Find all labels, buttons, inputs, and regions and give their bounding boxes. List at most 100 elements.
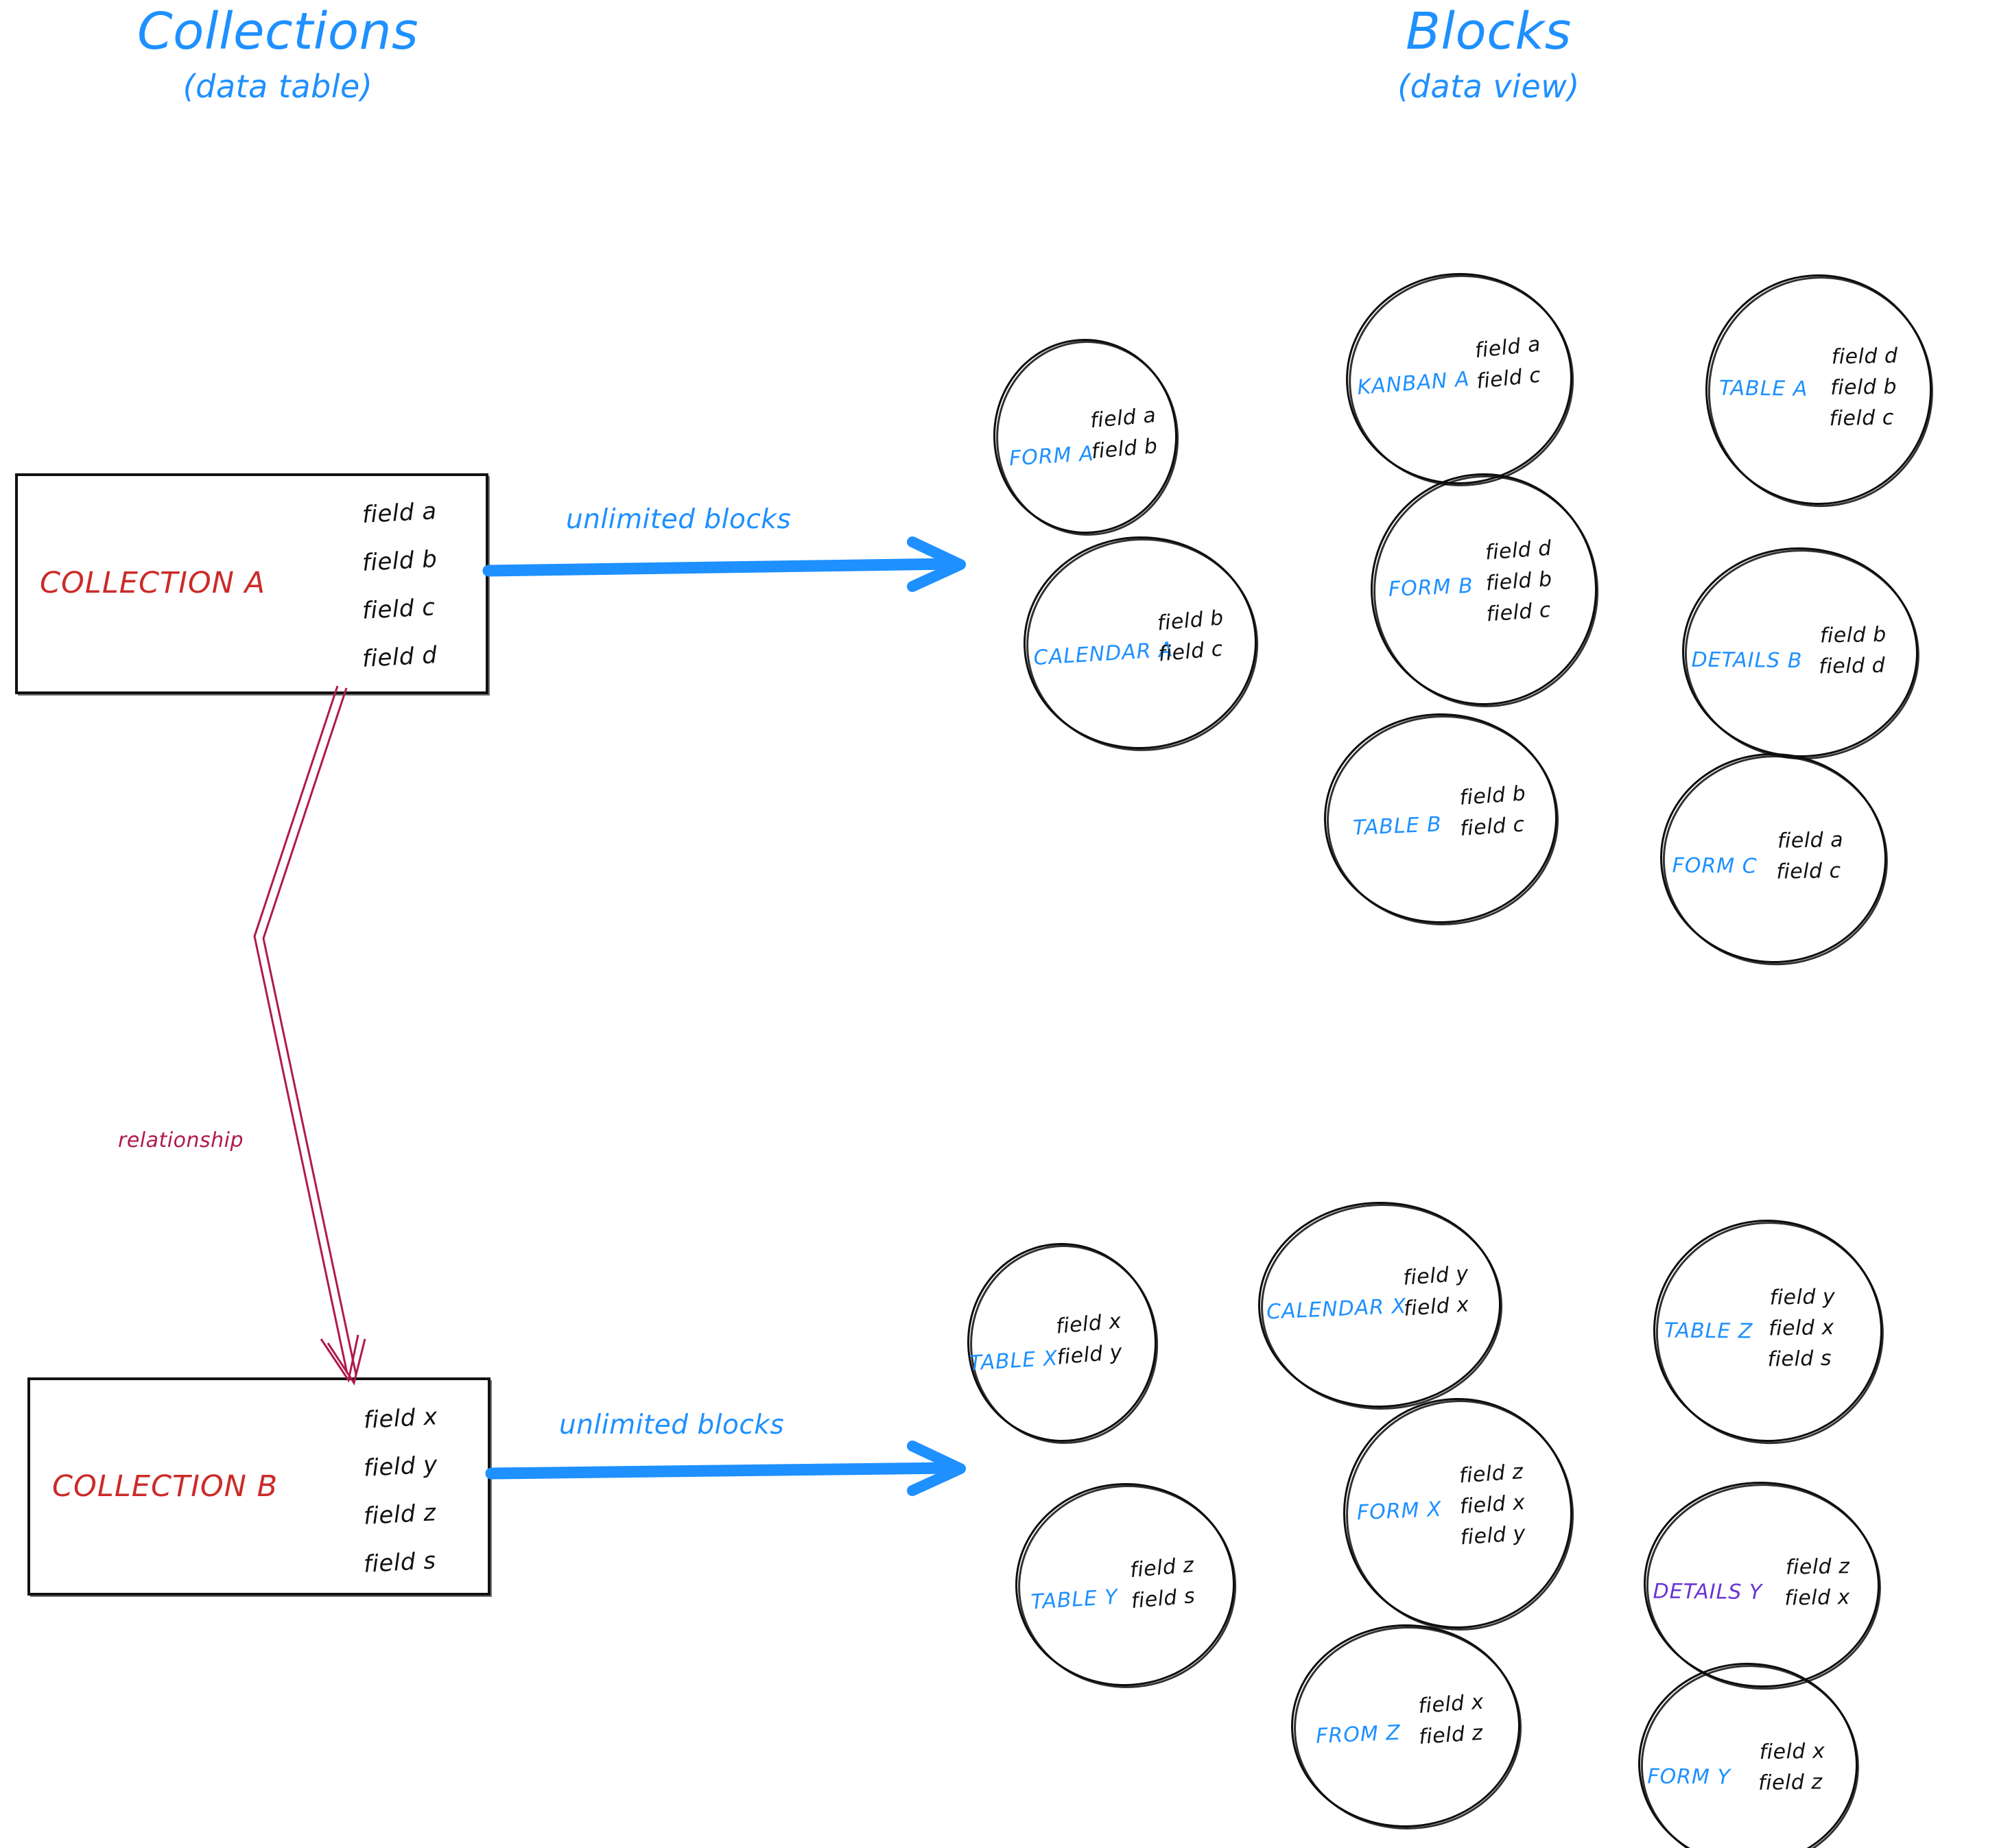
- relationship-label: relationship: [118, 1128, 244, 1152]
- block-label: DETAILS Y: [1653, 1579, 1763, 1604]
- collections-subtitle: (data table): [182, 67, 373, 105]
- block-field: field y: [1769, 1284, 1836, 1310]
- block-field: field c: [1829, 405, 1895, 431]
- block-fields: field z field x: [1784, 1554, 1852, 1611]
- blocks-title: Blocks: [1406, 2, 1572, 61]
- block-field: field c: [1459, 812, 1526, 841]
- collection-b-field-3: field s: [363, 1547, 437, 1578]
- block-fields: field b field c: [1156, 606, 1225, 667]
- unlimited-blocks-arrow-a: [482, 536, 966, 592]
- block-fields: field a field c: [1474, 332, 1543, 394]
- block-fields: field z field x field y: [1458, 1460, 1527, 1550]
- block-kanban-a[interactable]: KANBAN A field a field c: [1340, 267, 1579, 493]
- collection-a-box[interactable]: [15, 473, 488, 694]
- block-label: FROM Z: [1315, 1720, 1402, 1749]
- collections-title: Collections: [137, 2, 419, 61]
- collection-a-field-2: field c: [362, 593, 436, 625]
- block-label: FORM C: [1672, 853, 1758, 879]
- block-calendar-a[interactable]: CALENDAR A field b field c: [1019, 532, 1262, 755]
- collection-b-name: COLLECTION B: [52, 1469, 279, 1504]
- block-field: field a: [1777, 828, 1844, 853]
- relationship-connector: [253, 685, 366, 1386]
- block-field: field x: [1759, 1739, 1825, 1765]
- block-field: field x: [1458, 1490, 1526, 1519]
- block-field: field d: [1831, 344, 1898, 370]
- block-field: field y: [1459, 1521, 1527, 1550]
- collection-b-field-2: field z: [363, 1499, 437, 1530]
- block-field: field z: [1128, 1553, 1196, 1583]
- block-field: field y: [1402, 1261, 1469, 1290]
- block-calendar-x[interactable]: CALENDAR X field y field x: [1256, 1199, 1504, 1412]
- block-table-z[interactable]: TABLE Z field y field x field s: [1649, 1216, 1888, 1448]
- block-field: field x: [1768, 1315, 1834, 1341]
- block-form-a[interactable]: FORM A field a field b: [990, 335, 1182, 539]
- block-fields: field d field b field c: [1829, 344, 1898, 431]
- block-field: field z: [1758, 1770, 1823, 1796]
- block-field: field x: [1417, 1690, 1485, 1719]
- block-field: field x: [1402, 1292, 1470, 1321]
- collection-a-name: COLLECTION A: [40, 566, 266, 600]
- block-table-b[interactable]: TABLE B field b field c: [1322, 711, 1561, 927]
- block-field: field a: [1474, 332, 1542, 364]
- block-form-c[interactable]: FORM C field a field c: [1656, 749, 1892, 969]
- block-details-b[interactable]: DETAILS B field b field d: [1678, 543, 1924, 763]
- block-field: field d: [1819, 653, 1886, 679]
- block-field: field b: [1819, 622, 1887, 648]
- arrow-label-a: unlimited blocks: [566, 504, 792, 535]
- block-outline: [1011, 1479, 1240, 1692]
- block-fields: field y field x: [1402, 1261, 1470, 1321]
- block-form-x[interactable]: FORM X field z field x field y: [1341, 1396, 1576, 1633]
- block-field: field x: [1784, 1585, 1851, 1611]
- block-label: FORM X: [1356, 1497, 1443, 1526]
- block-fields: field y field x field s: [1767, 1284, 1836, 1372]
- collection-b-box[interactable]: [27, 1377, 490, 1596]
- block-field: field c: [1157, 637, 1225, 667]
- block-fields: field x field z: [1417, 1690, 1485, 1750]
- arrow-label-b: unlimited blocks: [559, 1410, 785, 1441]
- collection-b-field-1: field y: [363, 1451, 438, 1482]
- collections-header: Collections (data table): [65, 5, 490, 103]
- block-field: field z: [1785, 1554, 1850, 1580]
- block-table-x[interactable]: TABLE X field x field y: [964, 1240, 1162, 1447]
- block-fields: field b field d: [1819, 622, 1887, 679]
- block-fields: field a field b: [1089, 403, 1159, 464]
- block-details-y[interactable]: DETAILS Y field z field x: [1640, 1478, 1885, 1694]
- blocks-header: Blocks (data view): [1276, 5, 1701, 103]
- block-from-z[interactable]: FROM Z field x field z: [1289, 1622, 1524, 1832]
- block-field: field b: [1156, 606, 1225, 636]
- block-field: field y: [1056, 1340, 1124, 1370]
- collection-a-field-0: field a: [362, 497, 438, 529]
- block-outline: [1634, 1659, 1863, 1848]
- block-fields: field d field b field c: [1485, 536, 1553, 627]
- block-field: field z: [1418, 1720, 1484, 1750]
- block-field: field s: [1130, 1584, 1196, 1614]
- block-field: field a: [1089, 403, 1157, 434]
- block-form-b[interactable]: FORM B field d field b field c: [1369, 471, 1600, 709]
- unlimited-blocks-arrow-b: [485, 1441, 966, 1496]
- block-table-y[interactable]: TABLE Y field z field s: [1011, 1479, 1240, 1692]
- collection-b-field-0: field x: [363, 1403, 438, 1434]
- block-fields: field a field c: [1776, 827, 1844, 884]
- block-fields: field x field z: [1758, 1739, 1825, 1796]
- block-fields: field z field s: [1128, 1553, 1196, 1614]
- block-field: field c: [1475, 363, 1542, 394]
- blocks-subtitle: (data view): [1397, 67, 1580, 105]
- block-form-y[interactable]: FORM Y field x field z: [1634, 1659, 1863, 1848]
- block-field: field s: [1767, 1346, 1832, 1372]
- block-label: FORM Y: [1647, 1764, 1731, 1790]
- block-field: field b: [1458, 781, 1527, 811]
- block-fields: field b field c: [1458, 781, 1527, 841]
- block-field: field c: [1776, 859, 1841, 884]
- block-label: TABLE Z: [1664, 1318, 1753, 1344]
- block-table-a[interactable]: TABLE A field d field b field c: [1701, 270, 1937, 511]
- block-label: TABLE A: [1718, 376, 1808, 401]
- block-fields: field x field y: [1055, 1310, 1124, 1370]
- block-field: field b: [1090, 434, 1159, 464]
- collection-a-field-3: field d: [362, 641, 438, 673]
- block-field: field b: [1485, 567, 1553, 596]
- block-label: DETAILS B: [1691, 648, 1803, 674]
- block-field: field c: [1485, 597, 1552, 627]
- block-label: TABLE B: [1352, 812, 1443, 840]
- block-field: field b: [1830, 375, 1897, 401]
